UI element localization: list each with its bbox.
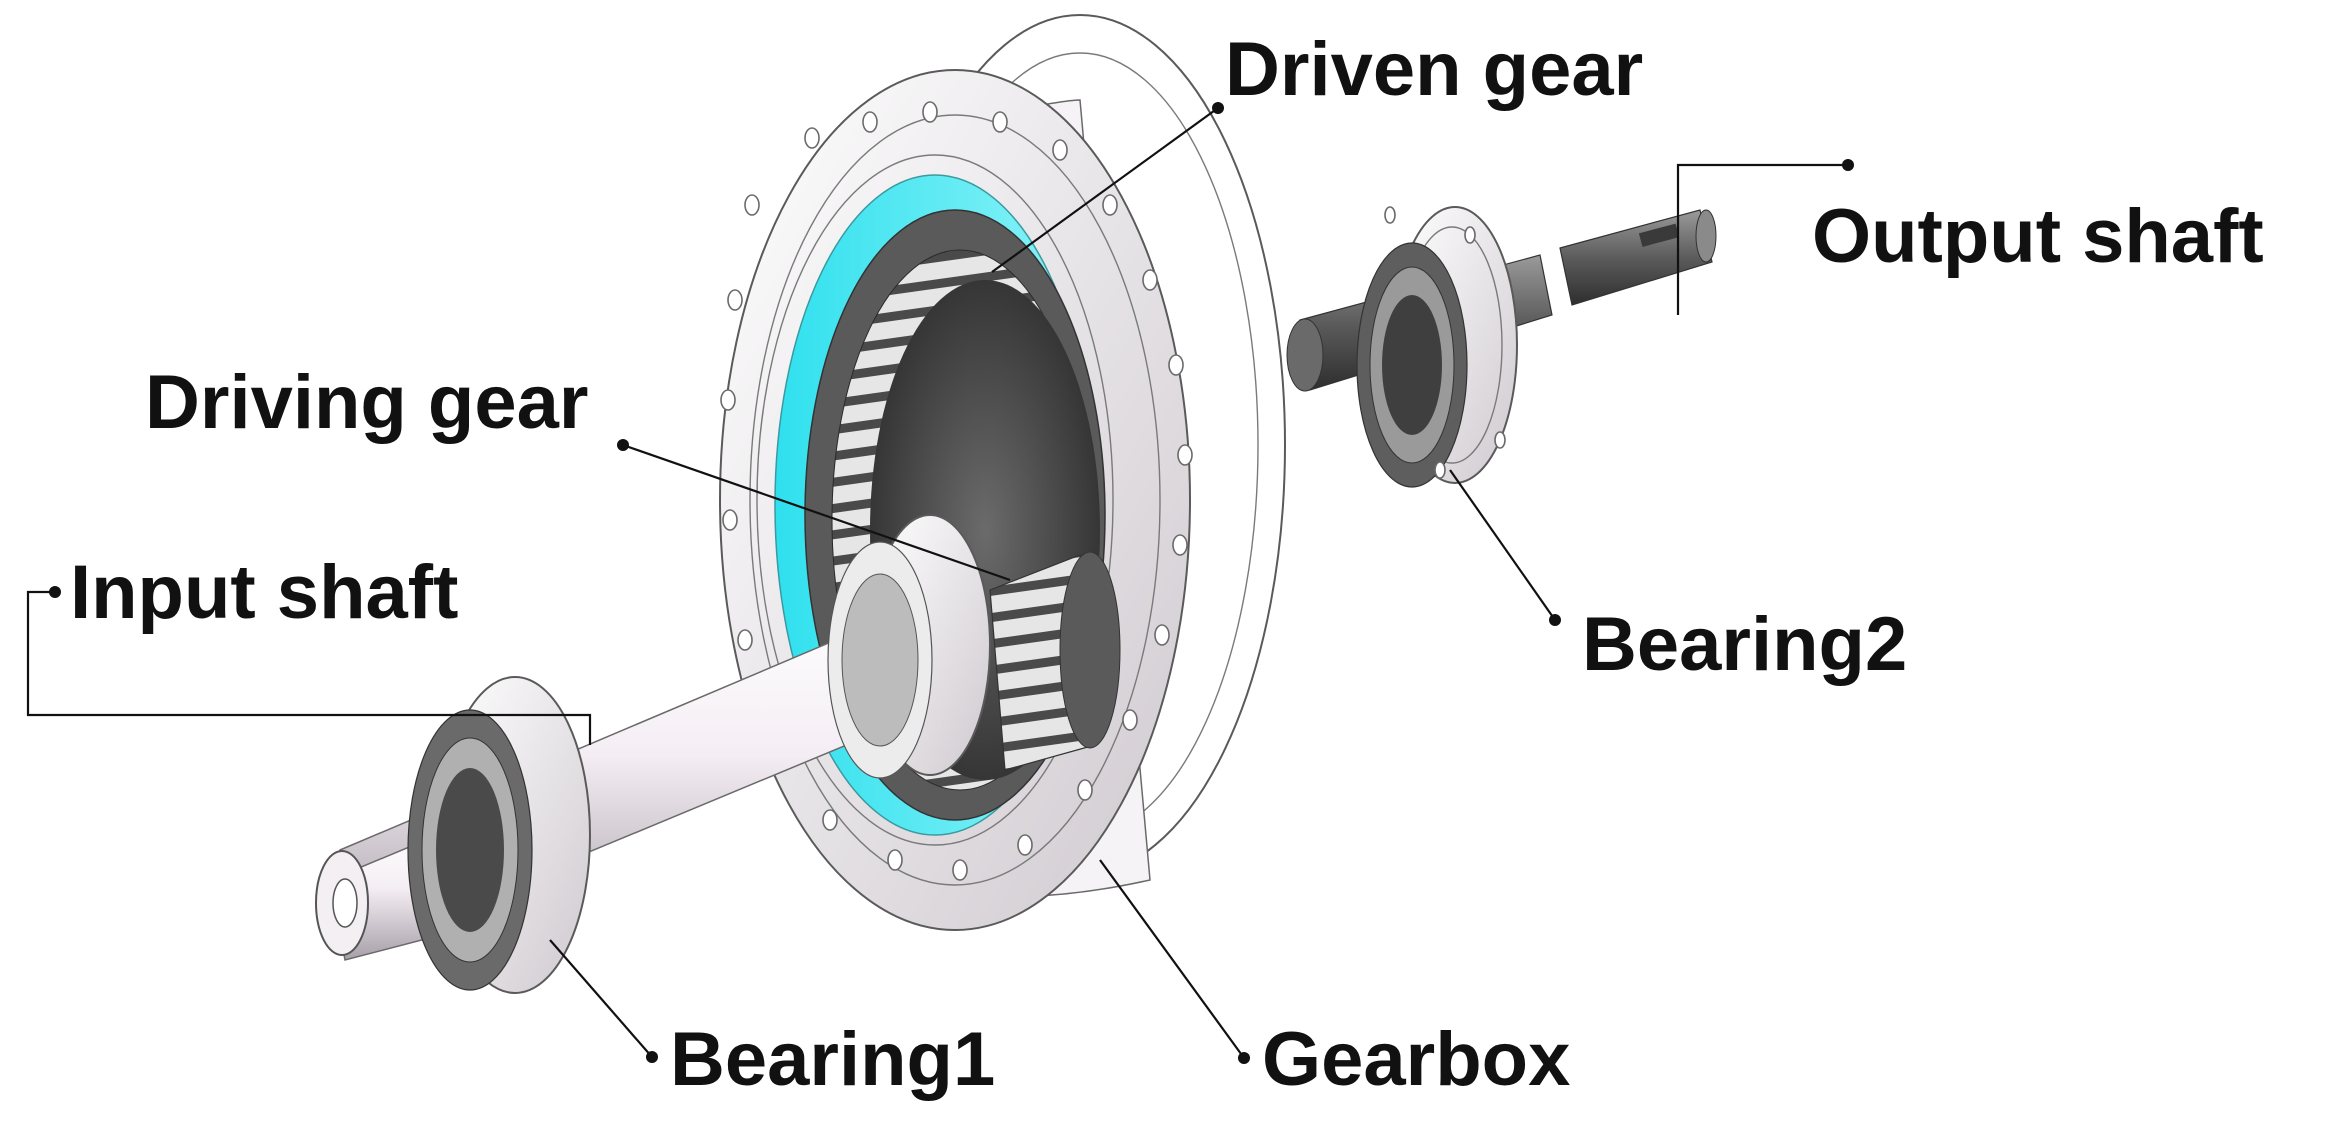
bolt-holes [720,101,1193,881]
label-gearbox: Gearbox [1262,1017,1570,1102]
bearing-2 [1356,206,1518,488]
leader-lines [26,102,1854,1064]
label-bearing-2: Bearing2 [1582,602,1907,687]
bearing-1 [407,676,591,994]
label-driving-gear: Driving gear [145,360,588,445]
inner-bearing [827,514,991,779]
label-output-shaft: Output shaft [1812,194,2264,279]
driving-gear [989,551,1121,771]
label-driven-gear: Driven gear [1225,27,1643,112]
label-bearing-1: Bearing1 [670,1017,995,1102]
label-input-shaft: Input shaft [70,550,458,635]
